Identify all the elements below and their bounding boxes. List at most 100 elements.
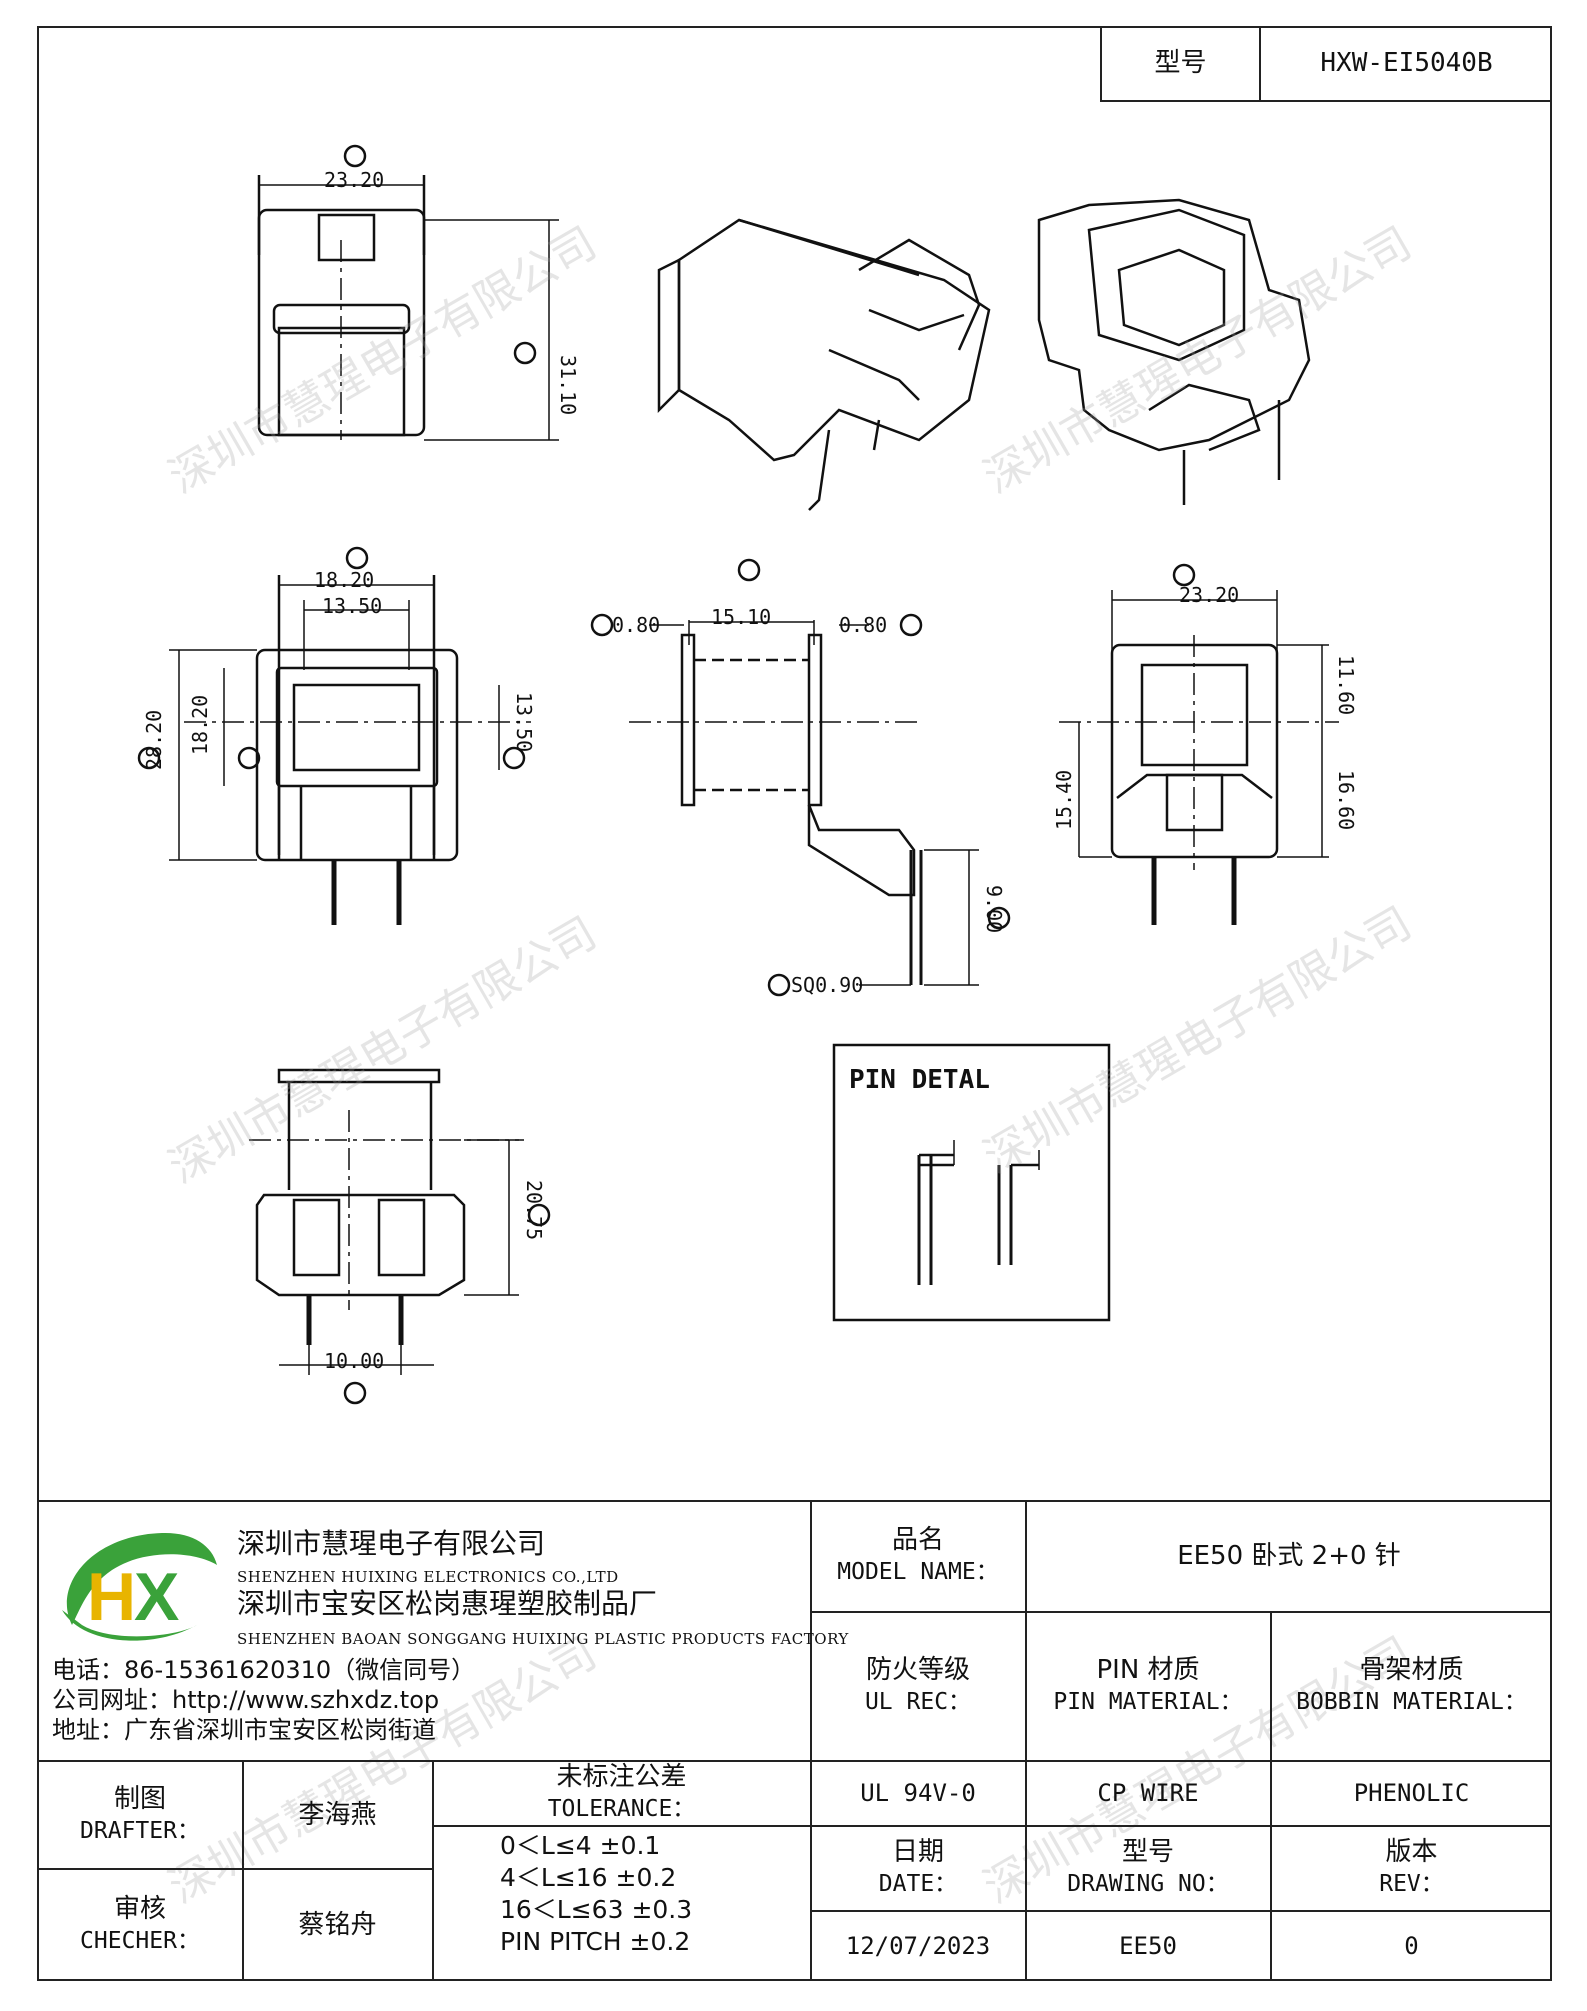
title-block-line <box>37 1760 1552 1762</box>
header-type-box: 型号 HXW-EI5040B <box>1100 26 1552 102</box>
dim-side-outer-width: 18.20 <box>314 568 374 592</box>
dim-end-left: 15.40 <box>1052 770 1076 830</box>
tolerance-label-cn: 未标注公差 <box>556 1762 687 1792</box>
company-logo: H X <box>62 1532 218 1641</box>
pin-detail-box <box>832 1043 1111 1322</box>
date-label: 日期 DATE： <box>812 1827 1024 1909</box>
tolerance-line: 4＜L≤16 ±0.2 <box>500 1863 677 1892</box>
ul-label-cn: 防火等级 <box>865 1655 970 1685</box>
bobbin-material-label: 骨架材质 BOBBIN MATERIAL： <box>1272 1613 1551 1759</box>
dim-end-width: 23.20 <box>1179 583 1239 607</box>
company-phone: 电话：86-15361620310（微信同号） <box>52 1656 476 1684</box>
title-block-divider <box>1025 1500 1027 1981</box>
header-divider <box>1259 26 1261 100</box>
model-name-value-cell: EE50 卧式 2+0 针 <box>1027 1502 1551 1610</box>
sheet-frame <box>37 26 1552 1981</box>
title-block-divider <box>810 1500 812 1981</box>
dim-side-inner-height: 18.20 <box>188 695 212 755</box>
drafter-label: 制图 DRAFTER： <box>39 1762 241 1867</box>
drawing-no-value-cell: EE50 <box>1027 1912 1269 1980</box>
iso-view-right <box>1037 198 1311 505</box>
drafter-value: 李海燕 <box>298 1799 377 1830</box>
tolerance-line: 16＜L≤63 ±0.3 <box>500 1895 693 1924</box>
dim-pin-length: 9.00 <box>982 885 1006 933</box>
rev-value: 0 <box>1404 1932 1419 1960</box>
pin-material-label: PIN 材质 PIN MATERIAL： <box>1027 1613 1269 1759</box>
dim-side-height: 28.20 <box>142 710 166 770</box>
technical-drawing: 23.20 31.10 <box>137 144 1358 1405</box>
bobbin-material-label-en: BOBBIN MATERIAL： <box>1296 1689 1527 1715</box>
dim-front-height: 31.10 <box>556 355 580 415</box>
dim-section-width: 15.10 <box>711 605 771 629</box>
company-website: 公司网址：http://www.szhxdz.top <box>52 1686 440 1714</box>
header-type-value: HXW-EI5040B <box>1320 48 1493 78</box>
tolerance-label-en: TOLERANCE： <box>547 1796 696 1822</box>
dim-side-inner-width: 13.50 <box>322 594 382 618</box>
section-view <box>590 558 1011 997</box>
dim-pin-square: SQ0.90 <box>791 973 863 997</box>
ul-label: 防火等级 UL REC： <box>812 1613 1024 1759</box>
title-block-line <box>810 1910 1552 1912</box>
ul-value: UL 94V-0 <box>860 1779 976 1807</box>
factory-name-cn: 深圳市宝安区松岗惠瑆塑胶制品厂 <box>237 1587 658 1620</box>
date-value-cell: 12/07/2023 <box>812 1912 1024 1980</box>
pin-detail-title: PIN DETAL <box>849 1065 990 1095</box>
company-address: 地址：广东省深圳市宝安区松岗街道 <box>52 1716 436 1744</box>
ul-value-cell: UL 94V-0 <box>812 1762 1024 1824</box>
factory-name-en: SHENZHEN BAOAN SONGGANG HUIXING PLASTIC … <box>237 1630 849 1648</box>
ul-label-en: UL REC： <box>864 1689 972 1715</box>
title-block-top <box>37 1500 1552 1502</box>
date-value: 12/07/2023 <box>845 1932 991 1960</box>
title-block-line <box>432 1825 810 1827</box>
header-type-value-cell: HXW-EI5040B <box>1261 26 1552 100</box>
bobbin-material-label-cn: 骨架材质 <box>1359 1655 1464 1685</box>
pin-material-label-cn: PIN 材质 <box>1096 1655 1200 1685</box>
logo-swoosh-top <box>66 1532 218 1625</box>
bobbin-material-value: PHENOLIC <box>1353 1779 1470 1807</box>
front-view <box>257 144 559 441</box>
company-name-cn: 深圳市慧瑆电子有限公司 <box>237 1527 546 1560</box>
drafter-value-cell: 李海燕 <box>244 1762 431 1867</box>
tolerance-label: 未标注公差 TOLERANCE： <box>434 1762 809 1824</box>
date-label-cn: 日期 <box>891 1837 944 1867</box>
header-type-label: 型号 <box>1154 48 1207 78</box>
model-name-label-en: MODEL NAME： <box>837 1559 999 1585</box>
dim-bottom-height: 20.75 <box>522 1180 546 1240</box>
tolerance-line: PIN PITCH ±0.2 <box>500 1927 691 1956</box>
dim-flange-left: 0.80 <box>612 613 660 637</box>
checker-value-cell: 蔡铭舟 <box>244 1870 431 1980</box>
logo-h: H <box>87 1559 136 1635</box>
drawing-no-label: 型号 DRAWING NO： <box>1027 1827 1269 1909</box>
checker-label-cn: 审核 <box>113 1894 166 1924</box>
dim-end-bottom: 16.60 <box>1334 770 1358 830</box>
tolerance-list: 0＜L≤4 ±0.1 4＜L≤16 ±0.2 16＜L≤63 ±0.3 PIN … <box>500 1830 800 1958</box>
title-block-divider <box>432 1760 434 1981</box>
title-block-divider <box>242 1760 244 1981</box>
checker-value: 蔡铭舟 <box>298 1910 377 1940</box>
dim-side-inner-height-b: 13.50 <box>512 692 536 752</box>
pin-material-value: CP WIRE <box>1097 1779 1199 1807</box>
logo-x: X <box>134 1559 179 1635</box>
bottom-view <box>249 1068 551 1405</box>
rev-label-en: REV： <box>1379 1871 1444 1897</box>
drawing-no-label-cn: 型号 <box>1121 1837 1174 1867</box>
tolerance-line: 0＜L≤4 ±0.1 <box>500 1831 661 1860</box>
logo-swoosh-bottom <box>62 1610 197 1641</box>
iso-view-left <box>657 218 991 511</box>
rev-label: 版本 REV： <box>1272 1827 1551 1909</box>
title-block-line <box>810 1825 1552 1827</box>
dim-pin-pitch: 10.00 <box>324 1349 384 1373</box>
model-name-label-cn: 品名 <box>891 1525 944 1555</box>
rev-value-cell: 0 <box>1272 1912 1551 1980</box>
drafter-label-cn: 制图 <box>113 1783 166 1814</box>
dim-front-width: 23.20 <box>324 168 384 192</box>
drawing-no-value: EE50 <box>1119 1932 1177 1960</box>
dim-flange-right: 0.80 <box>839 613 887 637</box>
model-name-value: EE50 卧式 2+0 针 <box>1177 1541 1401 1571</box>
drafter-label-en: DRAFTER： <box>80 1817 200 1844</box>
title-block-line <box>810 1611 1552 1613</box>
date-label-en: DATE： <box>878 1871 958 1897</box>
drawing-no-label-en: DRAWING NO： <box>1067 1871 1229 1897</box>
model-name-label: 品名 MODEL NAME： <box>812 1502 1024 1610</box>
pin-material-value-cell: CP WIRE <box>1027 1762 1269 1824</box>
